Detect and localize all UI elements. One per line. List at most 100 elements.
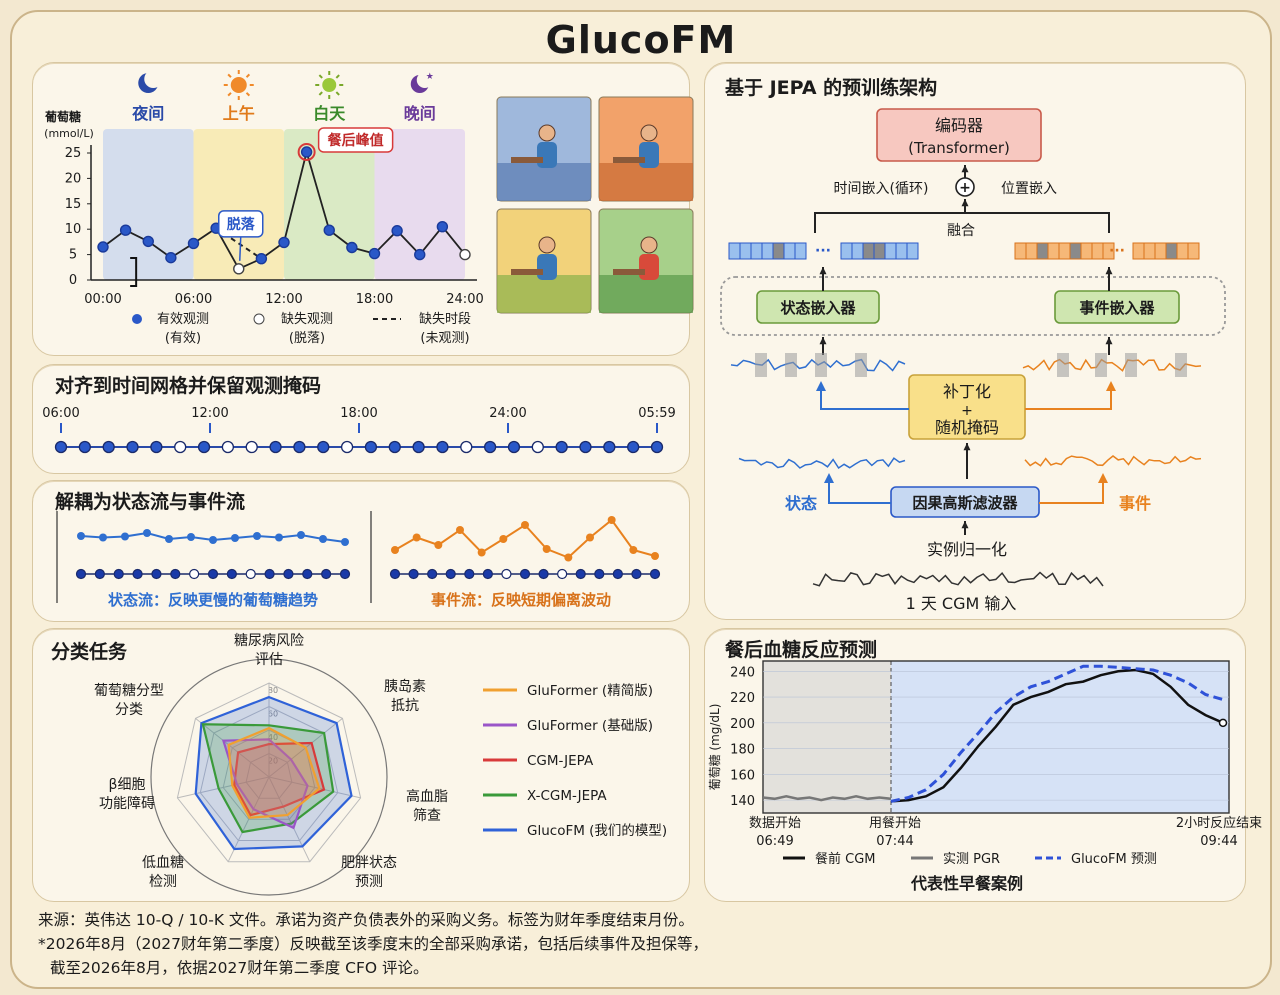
period-band xyxy=(374,129,465,280)
radar-axis-label-sub: 分类 xyxy=(115,702,143,718)
radar-axis-label: 低血糖 xyxy=(142,855,184,871)
radar-grid-ring xyxy=(176,682,362,863)
time-embed-label: 时间嵌入(循环) xyxy=(834,181,929,197)
state-masked-patch xyxy=(755,353,767,377)
period-label: 晚间 xyxy=(404,104,436,123)
person-head xyxy=(538,236,556,254)
observed-dot xyxy=(412,440,425,454)
event-stream-mask-dot xyxy=(427,568,438,580)
state-token xyxy=(739,242,752,260)
peak-label: 餐后峰值 xyxy=(327,132,384,149)
scene-ground xyxy=(497,275,591,313)
state-stream-point xyxy=(231,534,239,542)
sunrise-icon xyxy=(223,70,254,100)
radar-ring-label: 60 xyxy=(268,710,278,719)
valid-point xyxy=(300,146,313,158)
radar-ring-label: 40 xyxy=(268,733,278,742)
architecture-title: 基于 JEPA 的预训练架构 xyxy=(725,77,938,99)
x-tick: 00:00 xyxy=(84,292,121,307)
radar-series xyxy=(221,738,309,830)
valid-point xyxy=(255,252,268,265)
masked-dot xyxy=(174,440,187,454)
state-token xyxy=(884,242,897,260)
radar-axis-label: 肥胖状态 xyxy=(341,855,397,871)
radar-outer-ring xyxy=(150,658,388,896)
state-stream-point xyxy=(143,529,151,537)
person-head xyxy=(538,124,556,142)
state-stream-point xyxy=(121,532,129,541)
event-stream-mask-dot xyxy=(649,568,661,580)
y-tick: 200 xyxy=(730,717,755,732)
event-stream-mask-dot xyxy=(389,568,401,580)
legend-gap: 缺失时段 xyxy=(419,312,471,327)
page-title: GlucoFM xyxy=(545,18,737,62)
y-tick: 5 xyxy=(69,248,77,263)
observed-dot xyxy=(650,440,664,454)
radar-spoke xyxy=(195,718,270,778)
patchify-label: 补丁化 xyxy=(943,382,991,401)
observed-dot xyxy=(126,440,139,454)
pre-meal-line xyxy=(762,795,892,802)
state-token xyxy=(840,242,853,260)
state-stream-mask-dot xyxy=(264,568,275,580)
norm-label: 实例归一化 xyxy=(927,540,1007,559)
state-token xyxy=(761,242,774,260)
valid-point xyxy=(165,251,177,264)
patch-to-event-line xyxy=(1025,389,1112,410)
patchify-mask-label: 随机掩码 xyxy=(935,418,999,437)
sun-core xyxy=(230,77,247,93)
scene-ground xyxy=(599,163,693,201)
input-label: 1 天 CGM 输入 xyxy=(906,594,1017,613)
event-stream-mask-dot xyxy=(445,568,456,580)
event-patched-signal xyxy=(1022,358,1202,372)
event-masked-patch xyxy=(1175,353,1187,377)
person-head xyxy=(640,236,658,254)
event-token xyxy=(1025,242,1038,260)
patch-to-state-line xyxy=(820,389,909,410)
sun-ray xyxy=(245,73,251,78)
observed-dot xyxy=(54,440,68,454)
sun-core xyxy=(322,78,337,92)
event-stream-mask-dot xyxy=(594,568,605,580)
legend-gap-sub: (未观测) xyxy=(420,331,469,346)
event-patch-up-arrow-head xyxy=(1105,337,1113,345)
patch-to-event-head xyxy=(1106,381,1116,391)
state-stream-point xyxy=(297,531,305,539)
radar-spoke xyxy=(268,776,311,862)
y-axis-label: 葡萄糖 (mg/dL) xyxy=(707,704,722,791)
scene-table xyxy=(613,157,645,163)
event-stream-point xyxy=(607,516,616,524)
state-masked-patch xyxy=(855,353,867,377)
observed-dot xyxy=(579,440,592,454)
y-tick: 10 xyxy=(65,222,82,237)
valid-point xyxy=(414,248,426,261)
y-axis-label: 葡萄糖 xyxy=(44,109,81,124)
patchify-plus: + xyxy=(961,403,973,419)
period-label: 白天 xyxy=(313,104,346,123)
y-tick: 15 xyxy=(65,197,82,212)
valid-point xyxy=(187,237,200,250)
x-label: 2小时反应结束 xyxy=(1176,815,1262,831)
event-token xyxy=(1176,242,1189,260)
event-token xyxy=(1080,242,1093,260)
observed-dot xyxy=(102,440,115,454)
legend-valid-sub: (有效) xyxy=(165,331,201,346)
period-band xyxy=(103,129,194,280)
masked-dot xyxy=(340,440,354,454)
y-tick: 140 xyxy=(730,794,755,809)
y-tick: 20 xyxy=(65,171,82,186)
observed-dot xyxy=(483,440,497,454)
state-token xyxy=(862,242,875,260)
encoder-in-arrow-head xyxy=(961,165,969,173)
state-ellipsis: ··· xyxy=(815,243,831,259)
state-stream-mask-dot xyxy=(132,568,143,580)
radar-axis-label-sub: 预测 xyxy=(355,874,383,890)
radar-series xyxy=(227,726,321,819)
state-stream-point xyxy=(209,536,217,544)
event-stream-point xyxy=(586,533,594,542)
sun-ray xyxy=(335,74,340,79)
